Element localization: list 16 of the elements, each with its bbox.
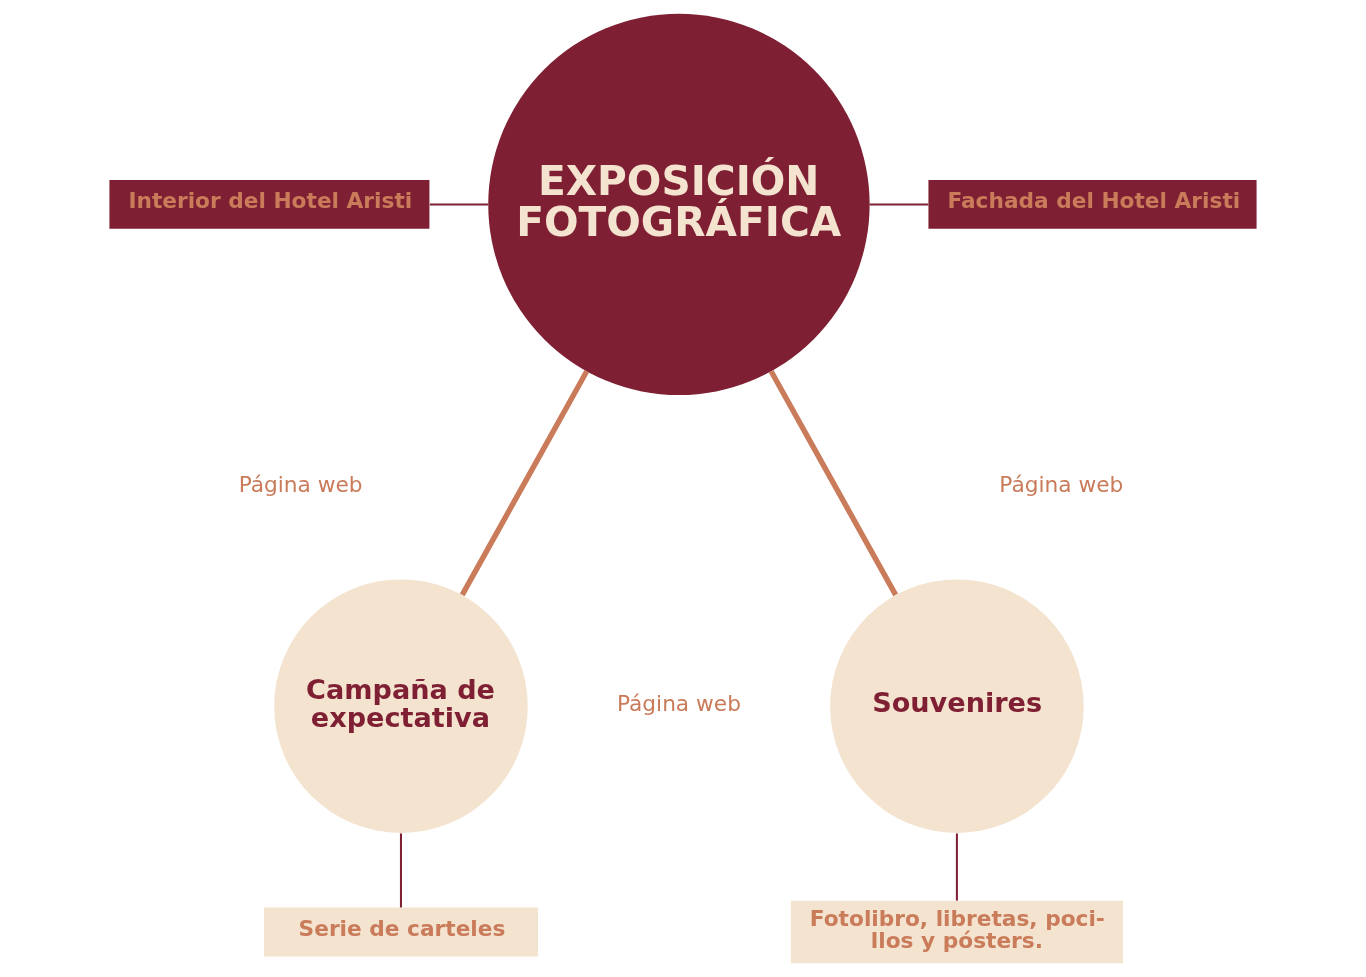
connector bbox=[459, 369, 590, 597]
node-box: Fachada del Hotel Aristi bbox=[928, 180, 1257, 229]
connector bbox=[955, 833, 958, 901]
connector bbox=[429, 203, 489, 206]
node-box: Fotolibro, libretas, poci- llos y pósters. bbox=[790, 900, 1123, 964]
node-circle: Souvenires bbox=[830, 579, 1084, 833]
connector bbox=[869, 203, 929, 206]
label: Página web bbox=[616, 691, 741, 717]
label: Página web bbox=[238, 472, 363, 498]
connector bbox=[399, 833, 402, 908]
label: Página web bbox=[999, 472, 1124, 498]
node-circle: Campaña de expectativa bbox=[274, 579, 528, 833]
connector bbox=[768, 369, 898, 597]
node-circle: EXPOSICIÓN FOTOGRÁFICA bbox=[488, 13, 870, 396]
node-box: Serie de carteles bbox=[264, 907, 538, 957]
node-box: Interior del Hotel Aristi bbox=[109, 180, 430, 229]
